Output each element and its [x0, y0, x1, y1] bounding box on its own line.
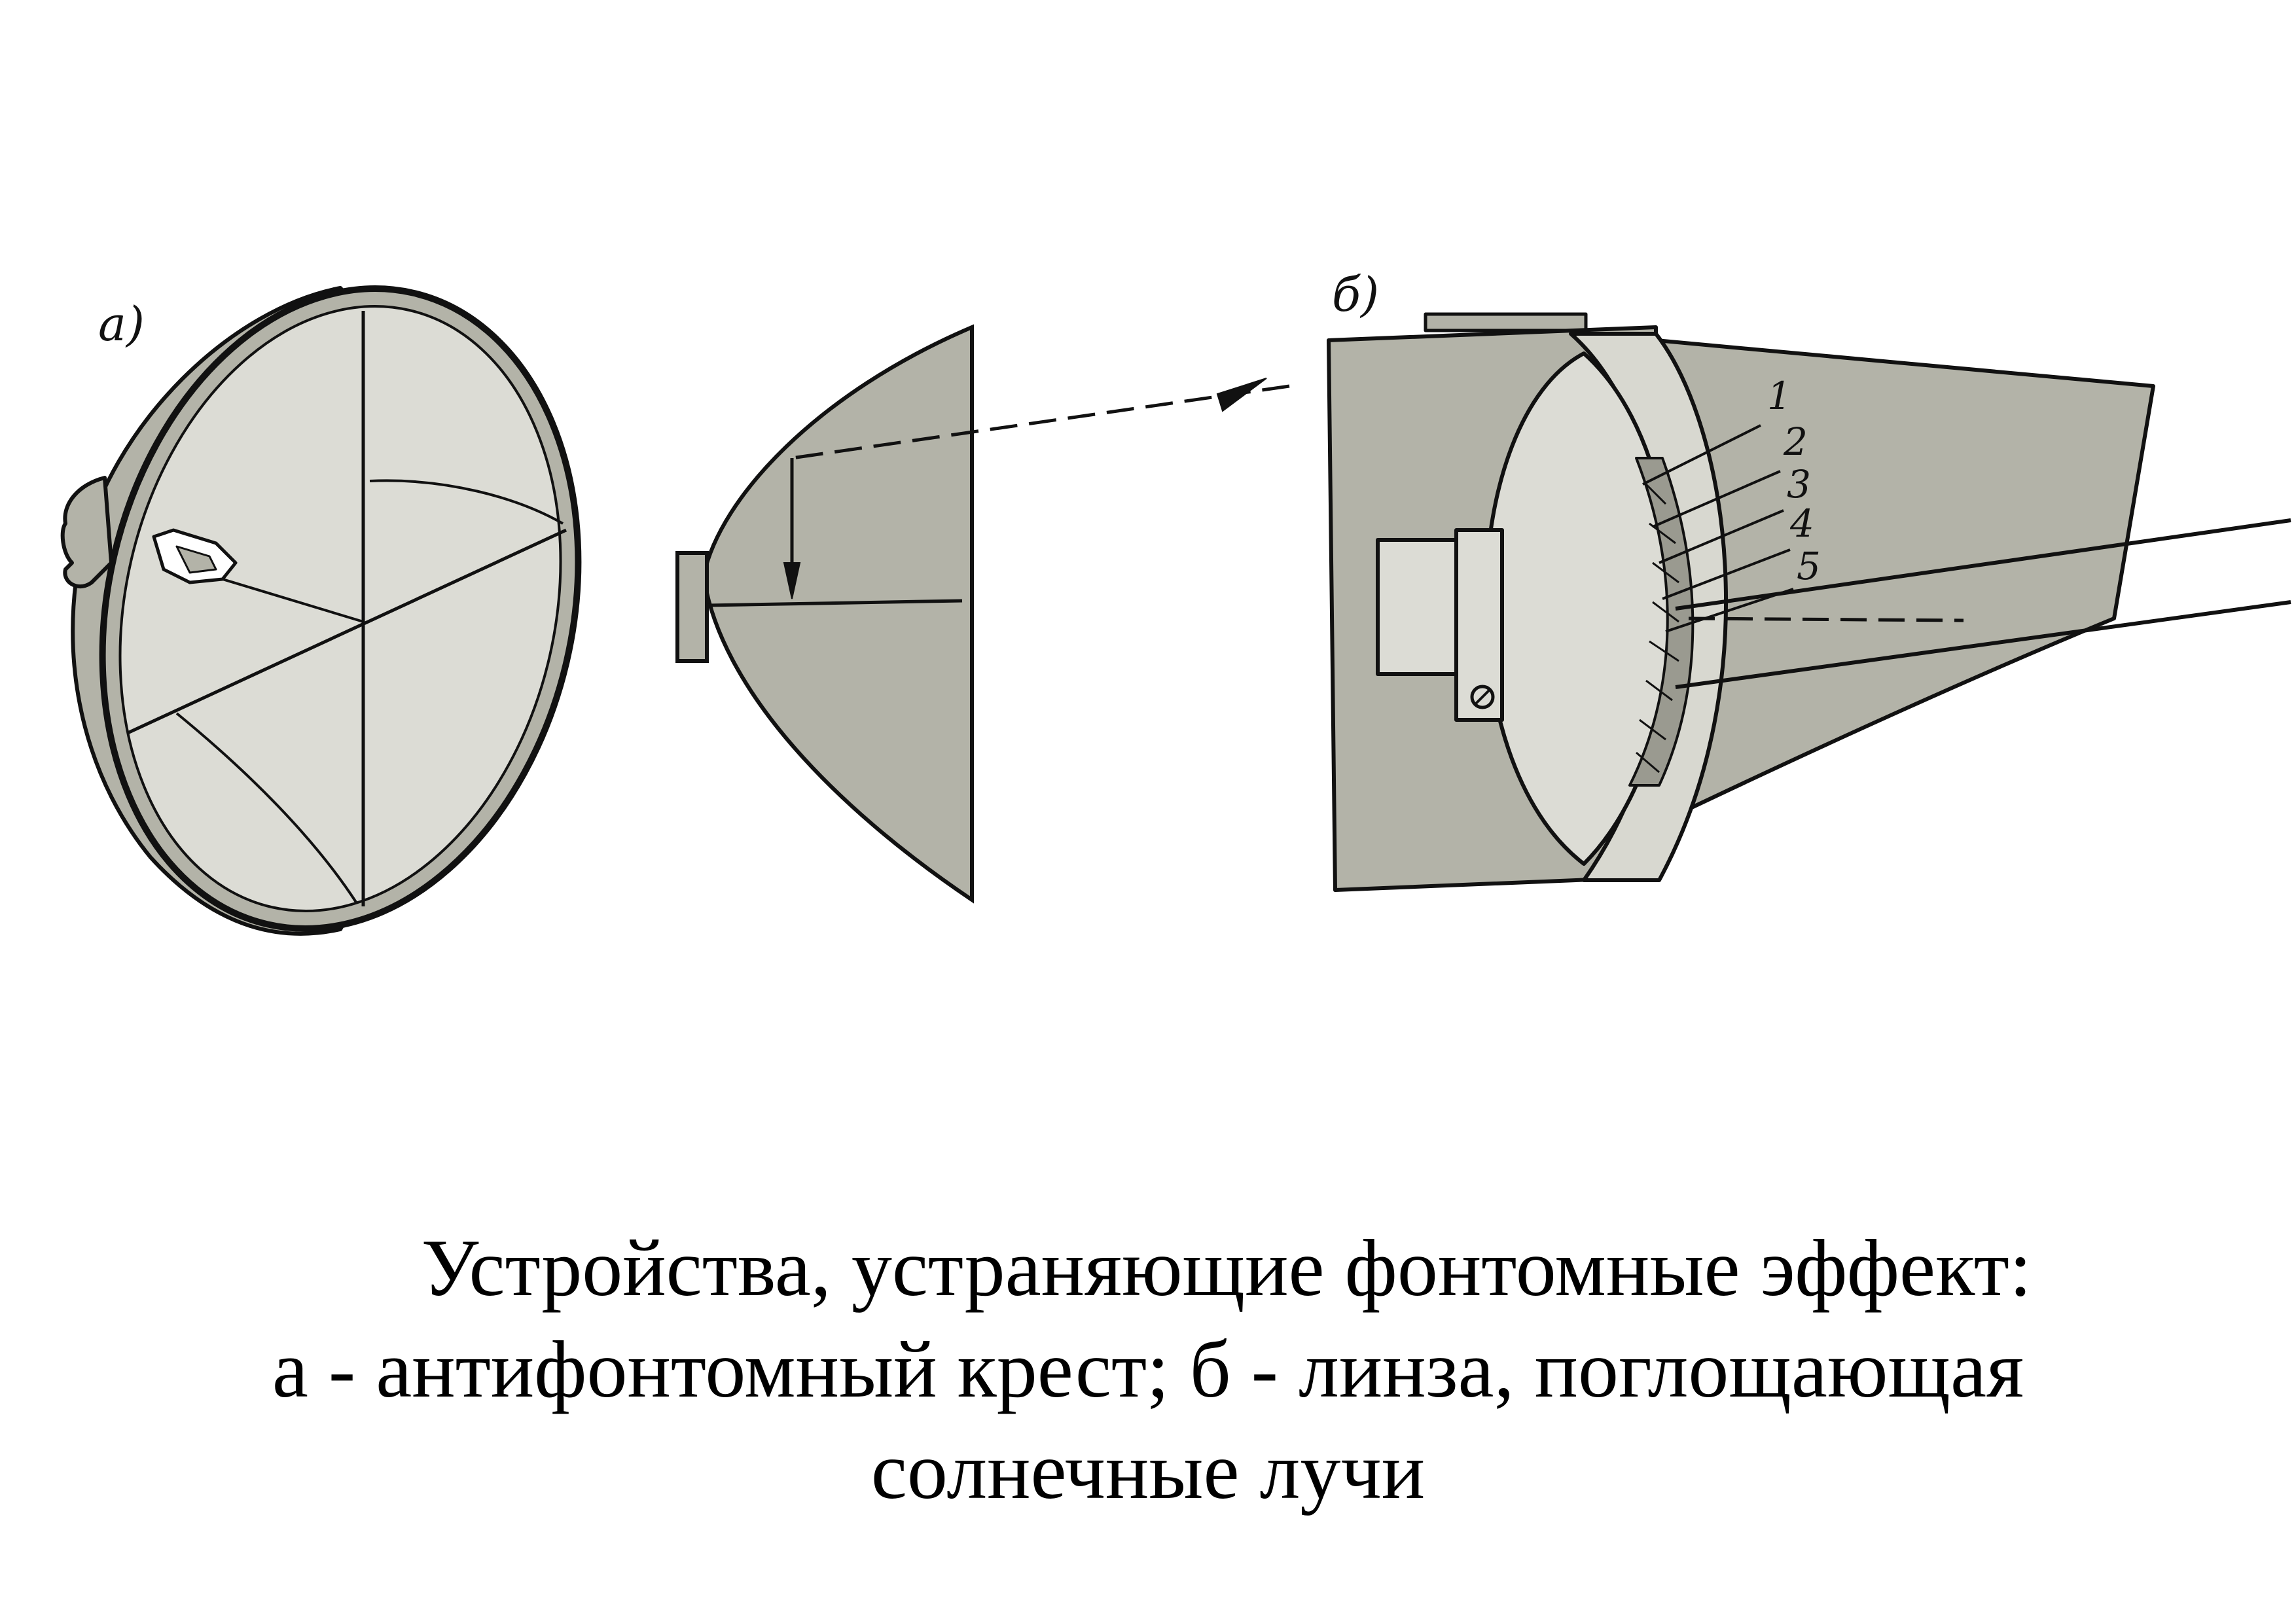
- ray-arrowhead: [1216, 378, 1267, 412]
- parabolic-section: [675, 324, 1290, 904]
- reflector-mount: [60, 476, 113, 588]
- parabolic-base: [675, 551, 709, 663]
- caption-line-2: а - антифонтомный крест; б - линза, погл…: [272, 1325, 2024, 1414]
- headlamp-with-lens: [1327, 312, 2291, 892]
- lamp-barrel: [1654, 338, 2155, 827]
- leader-3: [1659, 509, 1784, 564]
- part-number-1: 1: [1767, 374, 1791, 418]
- leader-2: [1652, 470, 1781, 528]
- label-a: а): [98, 296, 145, 351]
- cross-lamp-line: [222, 578, 364, 623]
- parabolic-axis: [706, 599, 963, 607]
- optical-axis: [1688, 616, 1964, 622]
- leader-1: [1642, 424, 1761, 486]
- parabolic-body: [701, 324, 974, 904]
- leader-5: [1665, 588, 1794, 633]
- incident-ray: [791, 384, 1290, 460]
- cross-curve-upper: [369, 479, 564, 525]
- cross-diagonal: [126, 528, 567, 735]
- part-number-3: 3: [1787, 462, 1811, 507]
- leader-4: [1662, 548, 1791, 600]
- label-b: б): [1332, 267, 1379, 322]
- part-number-4: 4: [1789, 501, 1814, 546]
- housing-tab: [1424, 312, 1588, 332]
- caption-line-3: солнечные лучи: [870, 1426, 1426, 1516]
- caption-line-1: Устройства, устраняющие фонтомные эффект…: [421, 1223, 2032, 1313]
- focus-arrowhead: [783, 562, 801, 599]
- solar-ray-lower: [1675, 600, 2291, 689]
- part-number-5: 5: [1797, 544, 1821, 588]
- cross-curve-lower: [175, 712, 358, 904]
- reflector-with-cross: [60, 285, 582, 936]
- part-number-2: 2: [1783, 419, 1808, 464]
- figure-caption: Устройства, устраняющие фонтомные эффект…: [0, 1217, 2296, 1522]
